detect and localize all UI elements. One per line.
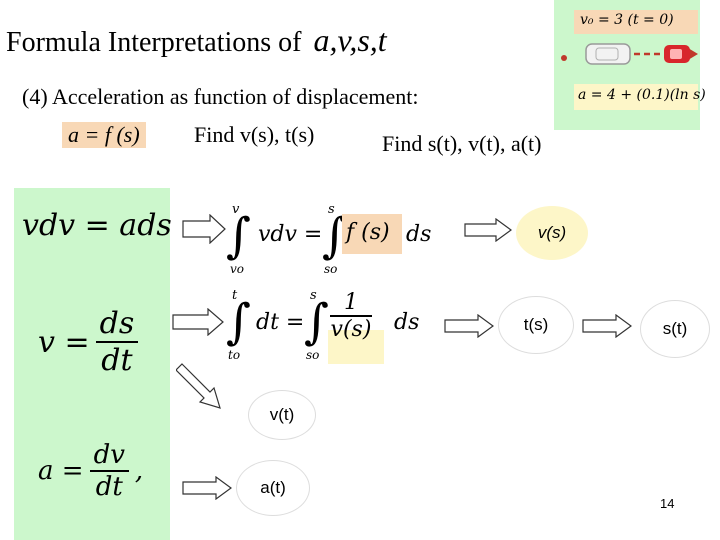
eq-v-ds-dt: v = ds dt [38, 306, 139, 378]
car-start-window [595, 47, 619, 61]
eq2-ds: ds [394, 310, 420, 335]
motion-arrowhead [688, 48, 698, 60]
result-st: s(t) [640, 300, 710, 358]
result-st-label: s(t) [662, 319, 688, 338]
title-vars: a,v,s,t [313, 22, 387, 58]
find-st-vt-at: Find s(t), v(t), a(t) [382, 131, 542, 156]
result-ts: t(s) [498, 296, 574, 354]
arrow-diagonal-icon [176, 363, 221, 409]
acceleration-formula: a = 4 + (0.1)(ln s) [578, 87, 706, 103]
car-end-window [670, 49, 682, 59]
given-expression: a = f (s) [62, 122, 146, 148]
result-vt: v(t) [248, 390, 316, 440]
eq2-den: dt [101, 343, 133, 378]
eq1-int-right-lower: so [324, 262, 338, 276]
eq2-num: ds [95, 306, 139, 343]
initial-condition: v₀ = 3 (t = 0) [580, 12, 674, 28]
eq2-int-right-upper: s [310, 288, 317, 303]
eq2-int-left-upper: t [232, 288, 238, 303]
fs-highlight [342, 214, 402, 254]
eq2-frac-num: 1 [330, 290, 372, 317]
result-at-label: a(t) [260, 478, 286, 497]
arrow-right-icon [182, 476, 232, 500]
arrow-right-icon [172, 308, 224, 336]
eq2-int-fraction: 1 v(s) [330, 290, 372, 342]
eq3-comma: , [134, 456, 144, 486]
slide-title: Formula Interpretations of a,v,s,t [6, 22, 387, 59]
eq2-int-right-lower: so [306, 348, 320, 362]
eq1-ds: ds [406, 222, 432, 247]
initial-condition-box [574, 10, 698, 34]
eq2-lhs: v = [38, 324, 90, 360]
vs-highlight [328, 330, 384, 364]
eq1-int-right-upper: s [328, 202, 335, 217]
start-dot [561, 55, 567, 61]
result-at: a(t) [236, 460, 310, 516]
eq3-lhs: a = [38, 456, 84, 486]
arrow-right-icon [444, 314, 494, 338]
eq2-fraction-1-over-vs: 1 v(s) [330, 290, 372, 342]
result-vs: v(s) [516, 206, 588, 260]
eq2-frac-den: v(s) [330, 317, 372, 342]
eq-a-dv-dt: a = dv dt , [38, 440, 143, 502]
arrow-right-icon [182, 214, 226, 244]
result-ts-label: t(s) [523, 315, 549, 334]
acceleration-box [574, 84, 698, 110]
result-vs-label: v(s) [537, 223, 567, 242]
arrow-right-icon [582, 314, 632, 338]
car-motion-icon [561, 43, 698, 65]
eq1-int-left-body: vdv = [258, 222, 323, 247]
eq3-fraction: dv dt [89, 440, 129, 502]
eq3-num: dv [89, 440, 129, 472]
find-vs-ts: Find v(s), t(s) [194, 122, 315, 147]
arrow-right-icon [464, 218, 512, 242]
result-vt-label: v(t) [269, 405, 295, 424]
subtitle: (4) Acceleration as function of displace… [22, 84, 419, 109]
car-start-ghost [585, 43, 631, 65]
eq1-int-left-lower: vo [230, 262, 245, 276]
integral-sign: ∫ [226, 208, 252, 264]
eq3-den: dt [95, 472, 123, 502]
eq-vdv-ads: vdv = ads [22, 208, 172, 243]
eq2-int-left-lower: to [228, 348, 241, 362]
left-equation-panel [14, 188, 170, 540]
page-number: 14 [660, 496, 675, 511]
eq1-int-right-body: f (s) [346, 220, 390, 245]
integral-sign: ∫ [304, 294, 330, 350]
eq2-fraction: ds dt [95, 306, 139, 378]
title-text: Formula Interpretations of [6, 27, 302, 58]
integral-sign: ∫ [226, 294, 252, 350]
eq2-int-left-body: dt = [256, 310, 305, 335]
eq1-int-left-upper: v [232, 202, 240, 217]
